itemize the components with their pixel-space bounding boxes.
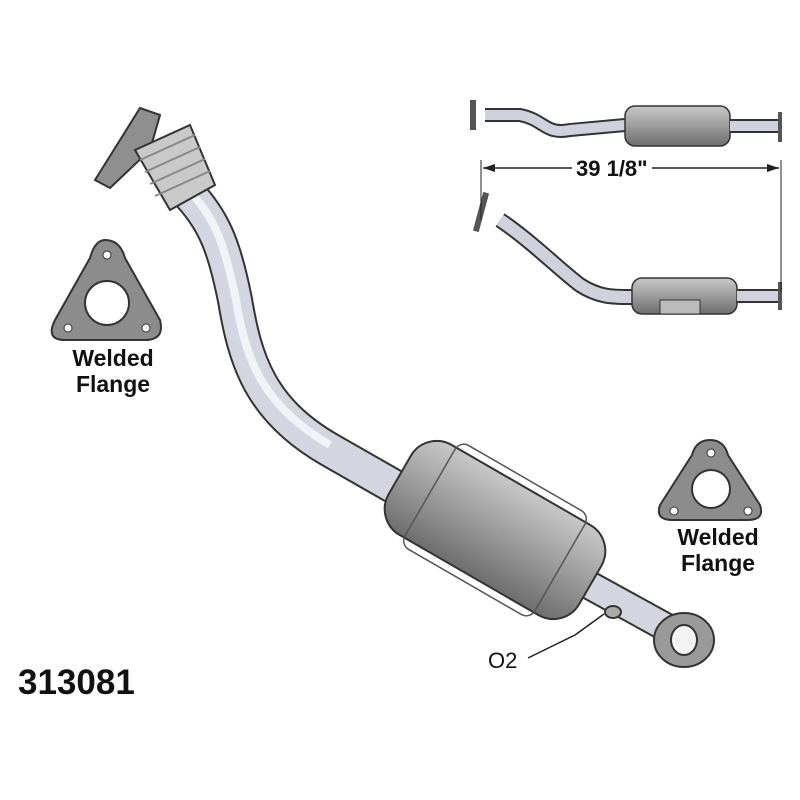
o2-leader-line [574,613,605,636]
right-flange-label: Welded Flange [648,524,788,577]
part-number: 313081 [18,663,135,702]
left-flange-gasket [50,238,162,341]
main-pipe [167,172,688,649]
left-flange-label-line2: Flange [75,371,151,398]
side-view-drawing [472,191,782,315]
inlet-flange [93,106,162,190]
right-flange-label-line2: Flange [680,550,756,577]
left-flange-label: Welded Flange [43,345,183,398]
overall-length-dimension: 39 1/8" [572,156,652,182]
o2-label: O2 [488,648,518,673]
catalytic-converter [383,439,607,621]
o2-sensor-port [604,605,622,619]
top-view-drawing [470,100,782,147]
right-flange-label-line1: Welded [677,524,759,550]
outlet-flange [653,612,715,668]
left-flange-label-line1: Welded [72,345,154,371]
flex-pipe [133,123,217,212]
right-flange-gasket [657,438,763,521]
